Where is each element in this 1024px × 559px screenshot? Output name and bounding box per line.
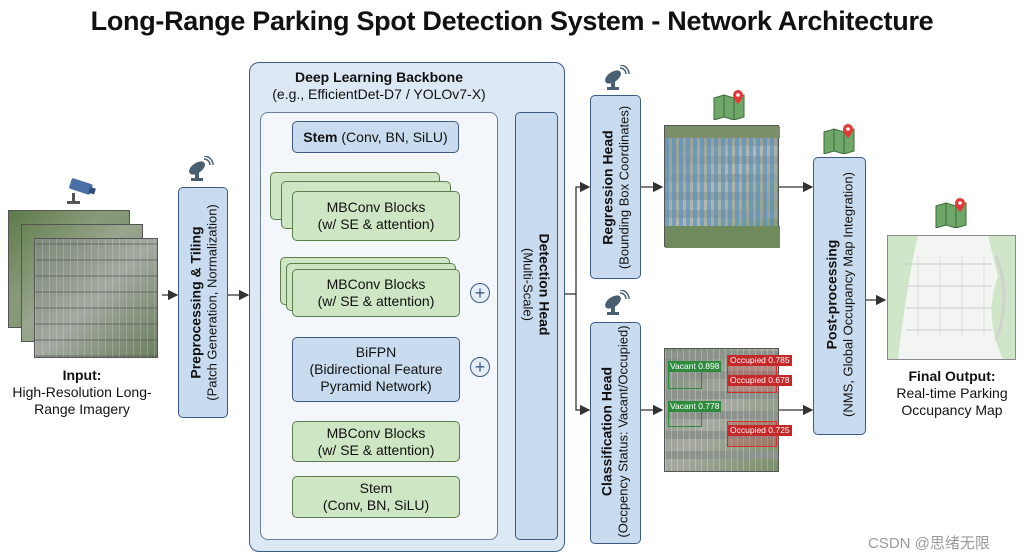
mbconv2-line1: MBConv Blocks <box>326 276 426 292</box>
backbone-subtitle: (e.g., EfficientDet-D7 / YOLOv7-X) <box>272 86 486 102</box>
camera-icon <box>67 178 96 204</box>
preprocessing-box: Preprocessing & Tiling (Patch Generation… <box>178 187 228 418</box>
regression-head-title: Regression Head <box>599 130 616 245</box>
occupied-tag: Occupied 0.725 <box>728 425 792 436</box>
postprocessing-subtitle: (NMS, Global Occupancy Map Integration) <box>840 172 856 417</box>
backbone-header: Deep Learning Backbone (e.g., EfficientD… <box>249 69 509 103</box>
detection-head-subtitle: (Multi-Scale) <box>520 248 536 321</box>
regression-head-subtitle: (Bounding Box Coordinates) <box>616 105 632 270</box>
satellite-dish-icon <box>605 65 630 90</box>
stem-bottom-line1: Stem <box>359 480 393 496</box>
plus-symbol: + <box>474 283 486 303</box>
stem-top-rest: (Conv, BN, SiLU) <box>337 128 448 145</box>
page-title: Long-Range Parking Spot Detection System… <box>90 6 934 36</box>
satellite-dish-icon <box>605 290 630 315</box>
detection-head-box: Detection Head (Multi-Scale) <box>515 112 558 540</box>
mbconv3-line2: (w/ SE & attention) <box>317 441 435 458</box>
input-label-line1: High-Resolution Long- <box>12 384 152 400</box>
plus-circle-2: + <box>470 357 490 377</box>
postprocessing-title: Post-processing <box>823 239 840 350</box>
classification-head-subtitle: (Occpency Status: Vacant/Occupied) <box>615 325 631 538</box>
map-pin-icon <box>713 90 745 120</box>
aerial-image-parking-lot <box>34 238 158 358</box>
preprocessing-subtitle: (Patch Generation, Normalization) <box>204 204 220 401</box>
plus-circle-1: + <box>470 283 490 303</box>
stem-bottom-block: Stem (Conv, BN, SiLU) <box>292 476 460 518</box>
watermark: CSDN @思绪无限 <box>868 535 990 552</box>
output-label-line1: Real-time Parking <box>896 385 1008 401</box>
stem-top-bold: Stem <box>303 128 338 145</box>
mbconv3-block: MBConv Blocks (w/ SE & attention) <box>292 421 460 462</box>
map-pin-icon <box>823 124 855 154</box>
map-pin-icon <box>935 198 967 228</box>
stem-top-block: Stem (Conv, BN, SiLU) <box>292 121 459 153</box>
mbconv1-line1: MBConv Blocks <box>326 199 426 215</box>
occupancy-map <box>887 235 1016 360</box>
mbconv1-block: MBConv Blocks (w/ SE & attention) <box>292 191 460 241</box>
mbconv3-line1: MBConv Blocks <box>326 424 426 441</box>
preprocessing-title: Preprocessing & Tiling <box>187 226 204 379</box>
bifpn-line2: (Bidirectional Feature <box>309 361 443 377</box>
output-label-bold: Final Output: <box>908 368 996 384</box>
bifpn-line1: BiFPN <box>355 344 397 360</box>
input-label: Input: High-Resolution Long- Range Image… <box>0 367 164 418</box>
mbconv2-block: MBConv Blocks (w/ SE & attention) <box>292 269 460 317</box>
regression-output-image <box>664 125 780 248</box>
vacant-tag: Vacant 0.898 <box>668 361 722 372</box>
classification-head-title: Classification Head <box>598 366 615 497</box>
satellite-dish-icon <box>189 156 214 181</box>
classification-output-image: Vacant 0.898 Occupied 0.785 Occupied 0.6… <box>664 348 792 472</box>
input-image-stack <box>8 210 166 365</box>
bifpn-line3: Pyramid Network) <box>320 378 432 394</box>
plus-symbol: + <box>474 357 486 377</box>
backbone-title: Deep Learning Backbone <box>294 69 464 85</box>
classification-head-box: Classification Head (Occpency Status: Va… <box>590 322 641 544</box>
input-label-line2: Range Imagery <box>34 401 130 417</box>
vacant-tag: Vacant 0.778 <box>668 401 722 412</box>
input-label-bold: Input: <box>62 367 102 383</box>
detection-head-title: Detection Head <box>536 233 553 336</box>
output-label: Final Output: Real-time Parking Occupanc… <box>880 368 1024 419</box>
mbconv2-line2: (w/ SE & attention) <box>317 293 435 309</box>
occupancy-map-drawing <box>888 236 1015 359</box>
output-label-line2: Occupancy Map <box>901 402 1003 418</box>
bifpn-block: BiFPN (Bidirectional Feature Pyramid Net… <box>292 337 460 402</box>
regression-head-box: Regression Head (Bounding Box Coordinate… <box>590 95 641 279</box>
postprocessing-box: Post-processing (NMS, Global Occupancy M… <box>813 157 866 435</box>
occupied-tag: Occupied 0.785 <box>728 355 792 366</box>
stem-bottom-line2: (Conv, BN, SiLU) <box>322 497 430 513</box>
mbconv1-line2: (w/ SE & attention) <box>317 216 435 232</box>
occupied-tag: Occupied 0.678 <box>728 375 792 386</box>
